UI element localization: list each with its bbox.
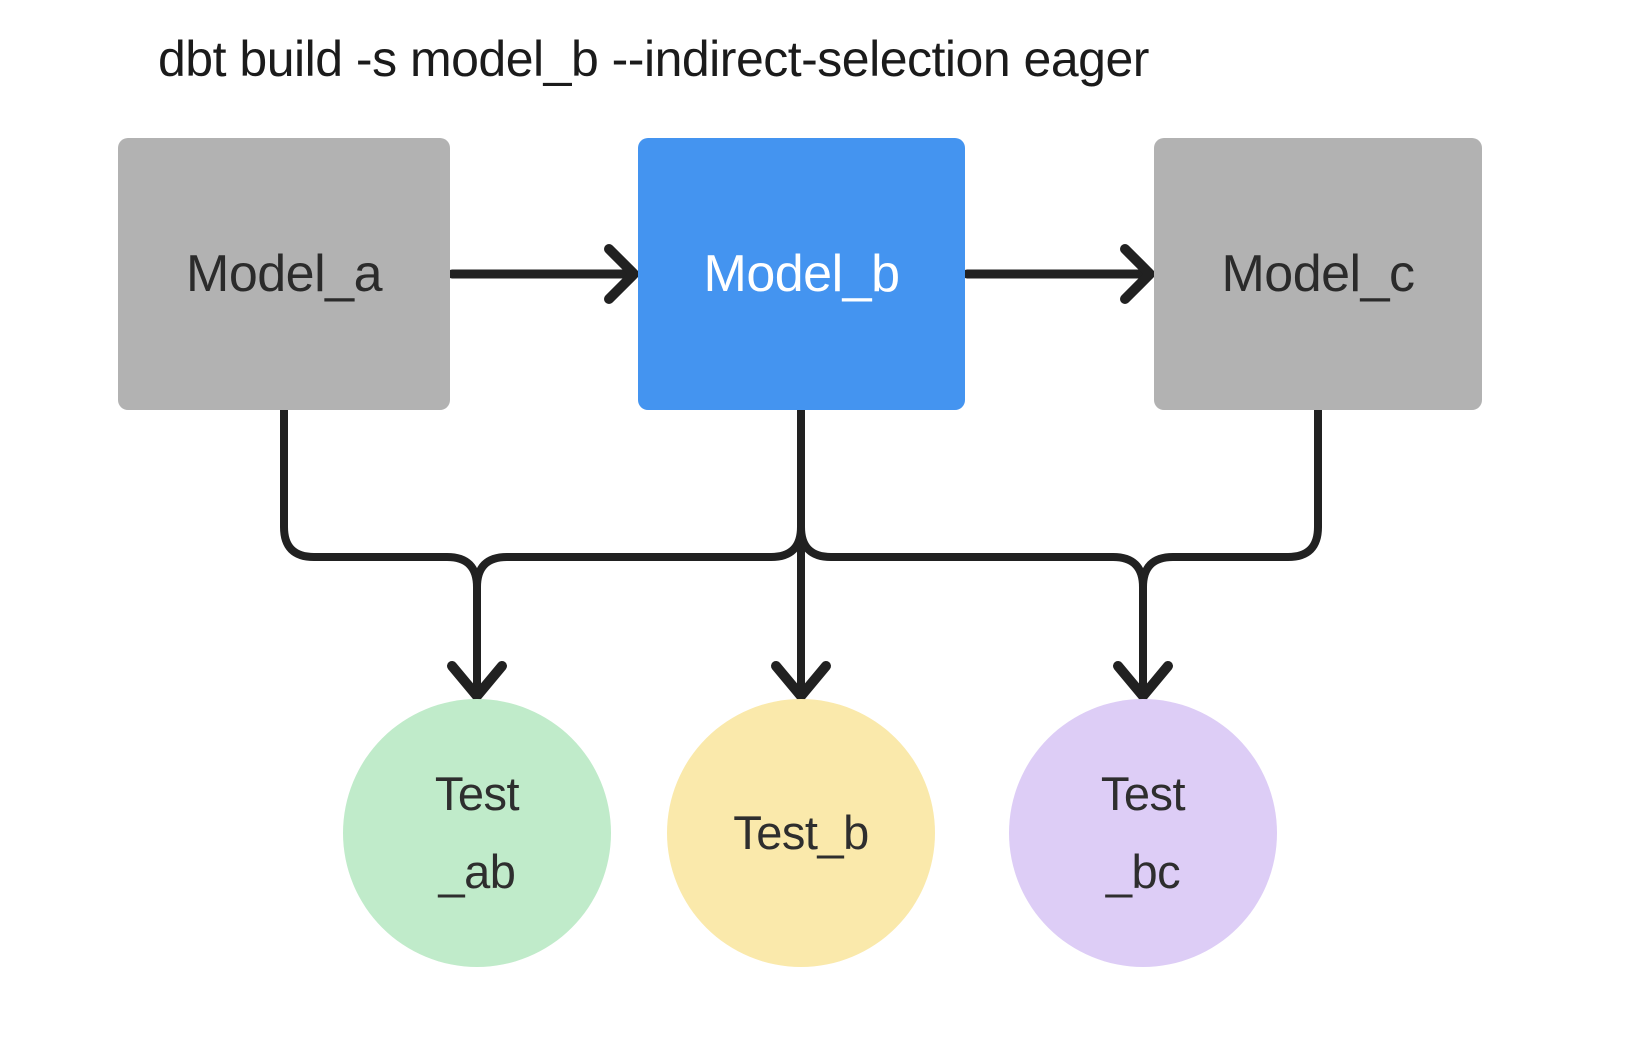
- node-test-b-label-line1: Test_b: [733, 806, 869, 860]
- node-test-ab-label-line2: _ab: [438, 845, 516, 898]
- node-model-c: Model_c: [1154, 138, 1482, 410]
- node-model-b: Model_b: [638, 138, 965, 410]
- edge-model-c-to-test-bc: [1139, 406, 1322, 694]
- node-model-b-label: Model_b: [703, 245, 900, 303]
- arrowhead-test-b-icon: [771, 661, 831, 701]
- node-model-a-label: Model_a: [186, 245, 382, 303]
- node-test-b-label: Test_b: [733, 794, 869, 872]
- command-title: dbt build -s model_b --indirect-selectio…: [158, 31, 1149, 87]
- arrowhead-model-c-icon: [1120, 244, 1155, 304]
- node-test-ab: Test _ab: [343, 699, 611, 967]
- arrowhead-test-ab-icon: [447, 661, 507, 701]
- node-test-ab-label-line1: Test: [434, 767, 520, 821]
- node-model-a: Model_a: [118, 138, 450, 410]
- node-test-b: Test_b: [667, 699, 935, 967]
- node-model-c-label: Model_c: [1221, 245, 1415, 303]
- arrowhead-test-bc-icon: [1113, 661, 1173, 701]
- edge-model-a-to-test-ab: [280, 406, 481, 694]
- node-test-bc-label: Test _bc: [1100, 755, 1186, 910]
- node-test-bc-label-line2: _bc: [1105, 845, 1181, 898]
- node-test-bc-label-line1: Test: [1100, 767, 1186, 821]
- node-test-bc: Test _bc: [1009, 699, 1277, 967]
- arrowhead-model-b-icon: [604, 244, 639, 304]
- edge-model-b-to-test-ab: [473, 406, 805, 694]
- edge-model-b-to-test-bc: [797, 406, 1147, 694]
- node-test-ab-label: Test _ab: [434, 755, 520, 910]
